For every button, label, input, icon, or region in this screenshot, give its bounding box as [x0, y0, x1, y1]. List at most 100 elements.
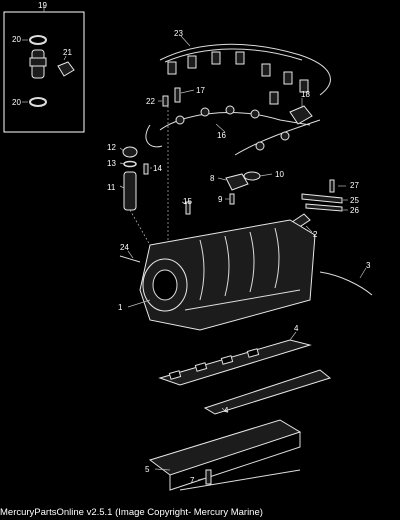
gasket-26: [305, 203, 343, 212]
callout-22: 22: [146, 97, 155, 106]
callout-5-leader: [154, 468, 171, 471]
callout-3-leader: [359, 267, 367, 279]
callout-5: 5: [145, 465, 150, 474]
fuel-injector-6: [280, 131, 290, 141]
sensor-cable-3: [319, 271, 373, 296]
harness-connector-5: [261, 63, 271, 77]
callout-4b-leader: [221, 407, 227, 413]
left-components: [119, 106, 169, 246]
callout-11-leader: [119, 185, 125, 189]
seal-13: [123, 160, 137, 168]
callout-12: 12: [107, 143, 116, 152]
callout-11: 11: [107, 183, 116, 192]
gasket-port-3: [220, 355, 234, 365]
injector-clip: [57, 61, 75, 77]
callout-12-leader: [119, 147, 125, 152]
callout-19: 19: [38, 1, 47, 10]
callout-23-leader: [180, 35, 191, 47]
callout-24-leader: [127, 250, 134, 259]
sensor-8: [225, 173, 249, 191]
callout-3: 3: [366, 261, 371, 270]
lower-plate: [179, 469, 301, 491]
gasket-port-1: [168, 370, 182, 380]
callout-20a: 20: [12, 35, 21, 44]
bolt-15: [185, 201, 191, 215]
harness-connector-4: [235, 51, 245, 65]
callout-8-leader: [217, 177, 227, 181]
fuel-rail-crossover: [145, 124, 163, 148]
callout-20b: 20: [12, 98, 21, 107]
valley-cover: [148, 419, 302, 491]
fuel-injector-1: [175, 115, 185, 125]
gasket-port-4: [246, 348, 260, 358]
valley-cover-plate: [148, 419, 302, 476]
o-ring-upper: [29, 35, 47, 45]
callout-13: 13: [107, 159, 116, 168]
callout-17: 17: [196, 86, 205, 95]
callout-13-leader: [119, 162, 125, 165]
bolt-7: [205, 469, 212, 485]
stud-24: [119, 255, 141, 263]
intake-manifold: [119, 219, 373, 331]
callout-26: 26: [350, 206, 359, 215]
center-sensors: [181, 171, 273, 215]
callout-2: 2: [313, 230, 318, 239]
callout-21-leader: [63, 55, 67, 61]
o-ring-lower: [29, 97, 47, 107]
fuel-injector-3: [225, 105, 235, 115]
callout-16-leader: [215, 123, 226, 133]
callout-21: 21: [63, 48, 72, 57]
callout-labels: 19 20 21 20 23 17 22 18 16 12 13 14 11 8…: [12, 1, 371, 485]
bolt-27: [329, 179, 335, 193]
manifold-flange: [184, 289, 301, 311]
harness-connector-3: [211, 51, 221, 65]
callout-23: 23: [174, 29, 183, 38]
callout-7-leader: [197, 477, 207, 481]
dashed-guide-11: [129, 209, 151, 246]
callout-10: 10: [275, 170, 284, 179]
harness-main-trunk: [159, 43, 331, 96]
fuel-pressure-regulator: [289, 105, 313, 125]
gaskets: [158, 331, 332, 415]
gasket-upper: [158, 339, 312, 386]
callout-4b: 4: [224, 406, 229, 415]
bolt-14: [143, 163, 149, 175]
callout-18: 18: [301, 90, 310, 99]
rail-bolt-22: [162, 95, 169, 107]
callout-17-leader: [180, 89, 195, 94]
callout-24: 24: [120, 243, 129, 252]
injector-inset: [3, 6, 85, 133]
callout-1-leader: [127, 299, 151, 308]
fuel-injector-2: [200, 107, 210, 117]
callout-4a-leader: [289, 331, 297, 341]
callout-15-leader: [181, 201, 187, 205]
tube-11: [123, 171, 137, 211]
manifold-body: [139, 219, 316, 331]
callout-4a: 4: [294, 324, 299, 333]
bolt-9: [229, 193, 235, 205]
callout-8: 8: [210, 174, 215, 183]
callout-2-leader: [305, 225, 313, 233]
callout-27: 27: [350, 181, 359, 190]
rail-bolt-17: [174, 87, 181, 103]
throttle-bore: [152, 269, 178, 301]
injector-collar: [29, 57, 47, 67]
harness-trunk-2: [164, 48, 303, 63]
gasket-port-2: [194, 362, 208, 372]
grommet-10: [243, 171, 261, 181]
callout-7: 7: [190, 476, 195, 485]
harness-connector-8: [269, 91, 279, 105]
copyright-footer: MercuryPartsOnline v2.5.1 (Image Copyrig…: [0, 507, 263, 518]
harness-connector-6: [283, 71, 293, 85]
callout-14: 14: [153, 164, 162, 173]
cap-12: [122, 146, 138, 158]
callout-16: 16: [217, 131, 226, 140]
fuel-rail-right: [234, 119, 321, 156]
callout-15: 15: [183, 197, 192, 206]
fuel-injector-4: [250, 109, 260, 119]
harness-connector-7: [299, 79, 309, 93]
callout-25: 25: [350, 196, 359, 205]
callout-9: 9: [218, 195, 223, 204]
